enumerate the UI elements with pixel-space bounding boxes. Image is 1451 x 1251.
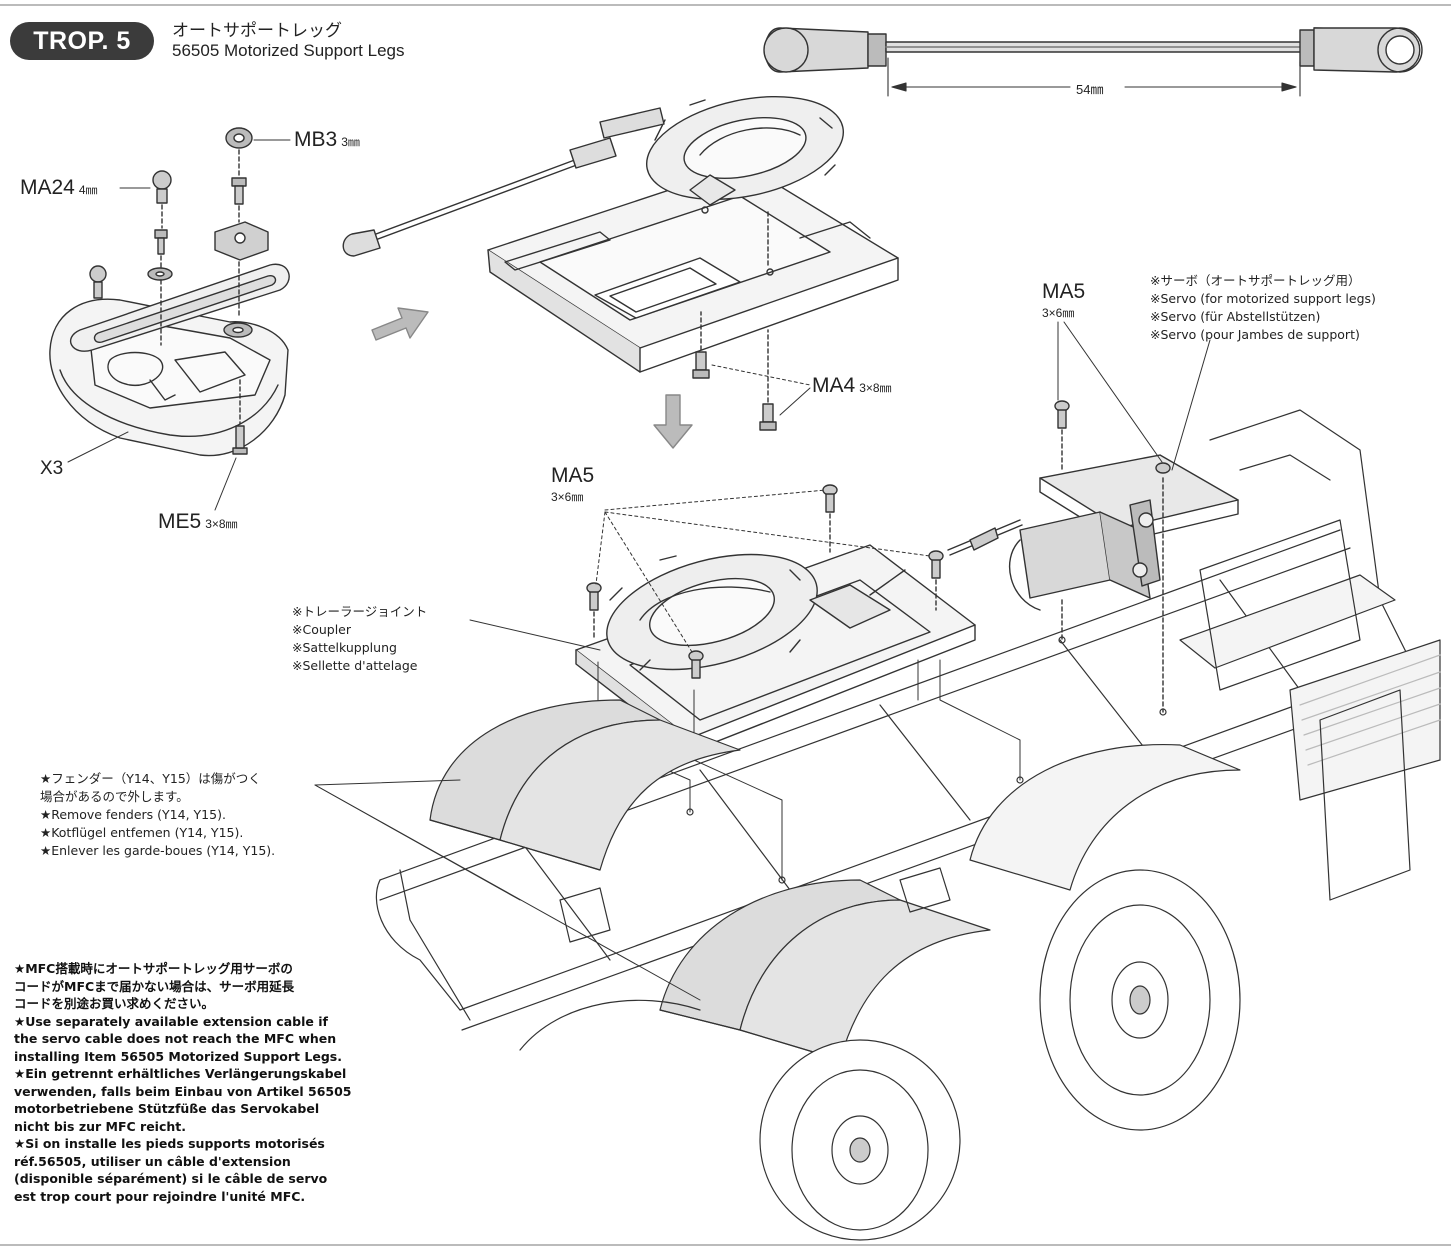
part-code: MB3 xyxy=(294,128,338,151)
servo-callout-line: ※Servo (pour Jambes de support) xyxy=(1150,327,1360,342)
turnbuckle-rod xyxy=(763,27,1423,73)
coupler-callout-line: ※Coupler xyxy=(292,622,352,637)
part-label-x3: X3 xyxy=(40,458,63,480)
note-line: ★Ein getrennt erhältliches Verlängerungs… xyxy=(14,1066,347,1081)
servo-callout-line: ※サーボ（オートサポートレッグ用） xyxy=(1150,273,1361,288)
part-label-ma5-center: MA5 3×6㎜ xyxy=(551,464,594,505)
part-code: MA5 xyxy=(551,464,595,487)
fender-callout-line: 場合があるので外します。 xyxy=(40,789,189,804)
title-japanese: オートサポートレッグ xyxy=(172,21,342,41)
note-line: installing Item 56505 Motorized Support … xyxy=(14,1048,342,1064)
servo-assembly xyxy=(947,321,1239,713)
fender-callout-line: ★Remove fenders (Y14, Y15). xyxy=(40,807,226,822)
step-badge: TROP. 5 xyxy=(10,22,154,60)
part-size: 3×8㎜ xyxy=(859,381,892,395)
rod-dimension xyxy=(887,57,1301,97)
note-line: ★Si on installe les pieds supports motor… xyxy=(14,1136,325,1151)
servo-callout-line: ※Servo (für Abstellstützen) xyxy=(1150,309,1321,324)
bracket-assembly xyxy=(342,95,899,431)
fender-callout-line: ★フェンダー（Y14、Y15）は傷がつく xyxy=(40,771,261,786)
coupler-callout-line: ※トレーラージョイント xyxy=(292,604,428,619)
truck-chassis xyxy=(314,409,1441,1241)
part-size: 3×6㎜ xyxy=(551,490,584,504)
part-code: MA24 xyxy=(20,176,75,199)
note-line: verwenden, falls beim Einbau von Artikel… xyxy=(14,1083,352,1099)
part-size: 3㎜ xyxy=(341,135,360,149)
part-size: 3×6㎜ xyxy=(1042,306,1075,320)
coupler-callout-line: ※Sellette d'attelage xyxy=(292,658,418,673)
title-english: 56505 Motorized Support Legs xyxy=(172,41,405,60)
fender-callout: ★フェンダー（Y14、Y15）は傷がつく 場合があるので外します。 ★Remov… xyxy=(40,770,275,860)
rod-length-label: 54㎜ xyxy=(1076,82,1104,97)
part-size: 3×8㎜ xyxy=(205,517,238,531)
flow-arrows xyxy=(371,307,693,449)
note-line: motorbetriebene Stützfüße das Servokabel xyxy=(14,1101,320,1116)
coupler-callout-line: ※Sattelkupplung xyxy=(292,640,397,655)
part-code: X3 xyxy=(40,458,64,479)
top-border xyxy=(0,4,1451,6)
lever-subassembly xyxy=(49,127,291,511)
servo-callout-line: ※Servo (for motorized support legs) xyxy=(1150,291,1376,306)
note-line: ★MFC搭載時にオートサポートレッグ用サーボの xyxy=(14,961,293,976)
note-line: ★Use separately available extension cabl… xyxy=(14,1013,328,1029)
part-code: MA4 xyxy=(812,374,856,397)
note-line: the servo cable does not reach the MFC w… xyxy=(14,1031,337,1046)
note-line: コードがMFCまで届かない場合は、サーボ用延長 xyxy=(14,978,295,994)
note-line: est trop court pour rejoindre l'unité MF… xyxy=(14,1188,306,1204)
extension-cable-note: ★MFC搭載時にオートサポートレッグ用サーボの コードがMFCまで届かない場合は… xyxy=(14,960,404,1230)
fender-callout-line: ★Kotflügel entfemen (Y14, Y15). xyxy=(40,825,244,840)
part-code: ME5 xyxy=(158,510,202,533)
note-line: réf.56505, utiliser un câble d'extension xyxy=(14,1153,291,1169)
bottom-border xyxy=(0,1244,1451,1246)
part-size: 4㎜ xyxy=(78,183,98,197)
coupler-assembly xyxy=(469,484,1021,881)
fender-callout-line: ★Enlever les garde-boues (Y14, Y15). xyxy=(40,843,276,858)
part-label-ma5-right: MA5 3×6㎜ xyxy=(1042,280,1085,321)
note-line: nicht bis zur MFC reicht. xyxy=(14,1118,186,1134)
coupler-callout: ※トレーラージョイント ※Coupler ※Sattelkupplung ※Se… xyxy=(292,603,427,675)
part-code: MA5 xyxy=(1042,280,1086,303)
note-line: (disponible séparément) si le câble de s… xyxy=(14,1171,328,1186)
note-line: コードを別途お買い求めください。 xyxy=(14,996,215,1011)
servo-callout: ※サーボ（オートサポートレッグ用） ※Servo (for motorized … xyxy=(1150,272,1376,344)
